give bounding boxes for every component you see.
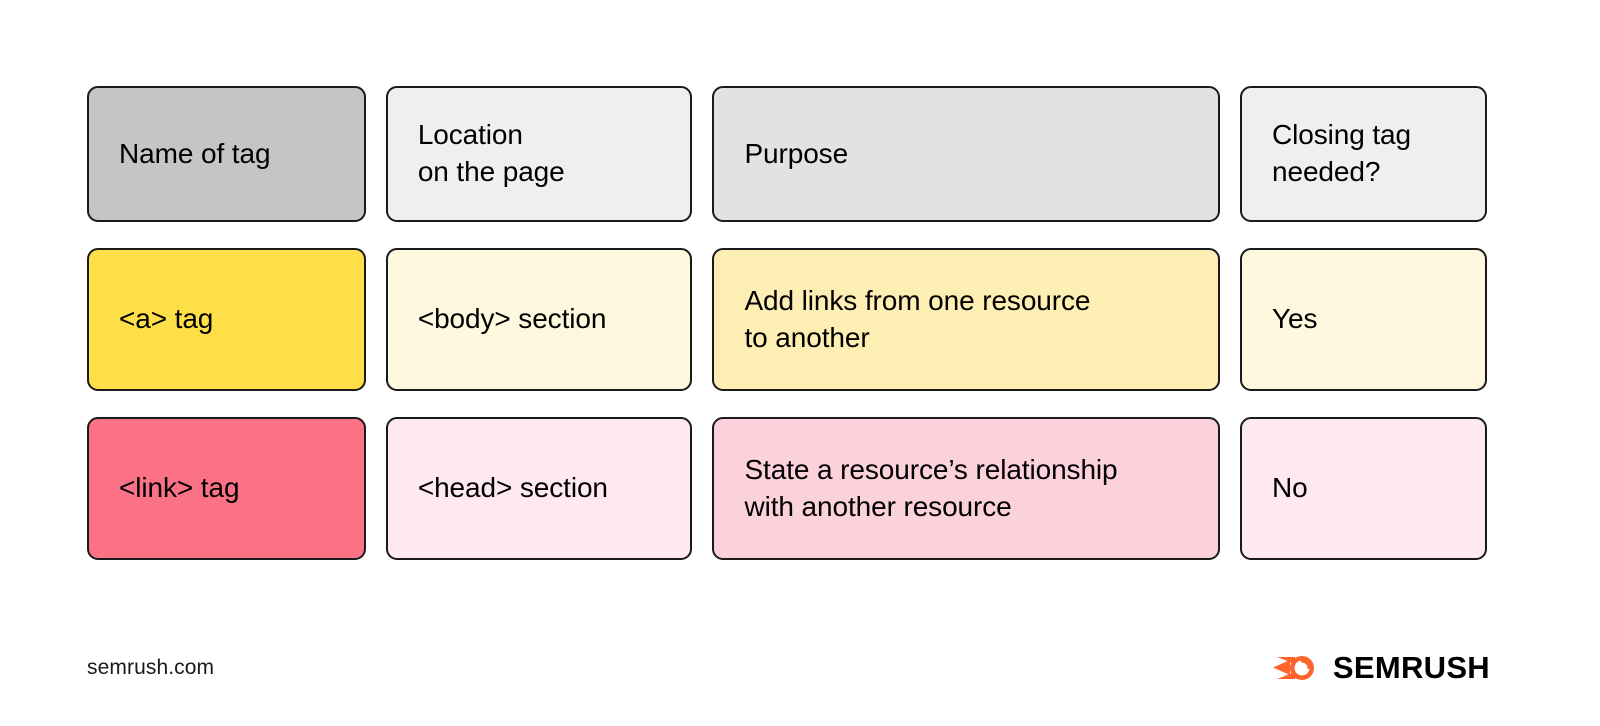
cell-tag-name: <a> tag: [87, 248, 366, 391]
column-header-location: Location on the page: [385, 86, 693, 222]
footer: semrush.com SEMRUSH: [87, 648, 1490, 688]
cell-tag-closing: Yes: [1240, 248, 1487, 391]
cell-tag-location: <head> section: [385, 417, 693, 560]
cell-tag-name: <link> tag: [87, 417, 366, 560]
cell-tag-purpose: Add links from one resource to another: [712, 248, 1221, 391]
site-url-label: semrush.com: [87, 656, 215, 679]
table-row: <a> tag <body> section Add links from on…: [87, 248, 1487, 391]
semrush-logo: SEMRUSH: [1272, 650, 1490, 686]
semrush-wordmark: SEMRUSH: [1332, 650, 1490, 685]
table-header-row: Name of tag Location on the page Purpose…: [87, 86, 1487, 222]
cell-tag-purpose: State a resource’s relationship with ano…: [712, 417, 1221, 560]
column-header-name-of-tag: Name of tag: [87, 86, 366, 222]
table-row: <link> tag <head> section State a resour…: [87, 417, 1487, 560]
cell-tag-location: <body> section: [385, 248, 693, 391]
html-tag-comparison-table: Name of tag Location on the page Purpose…: [87, 86, 1487, 560]
cell-tag-closing: No: [1240, 417, 1487, 560]
semrush-comet-icon: [1272, 651, 1319, 685]
column-header-closing-tag: Closing tag needed?: [1240, 86, 1487, 222]
column-header-purpose: Purpose: [712, 86, 1221, 222]
